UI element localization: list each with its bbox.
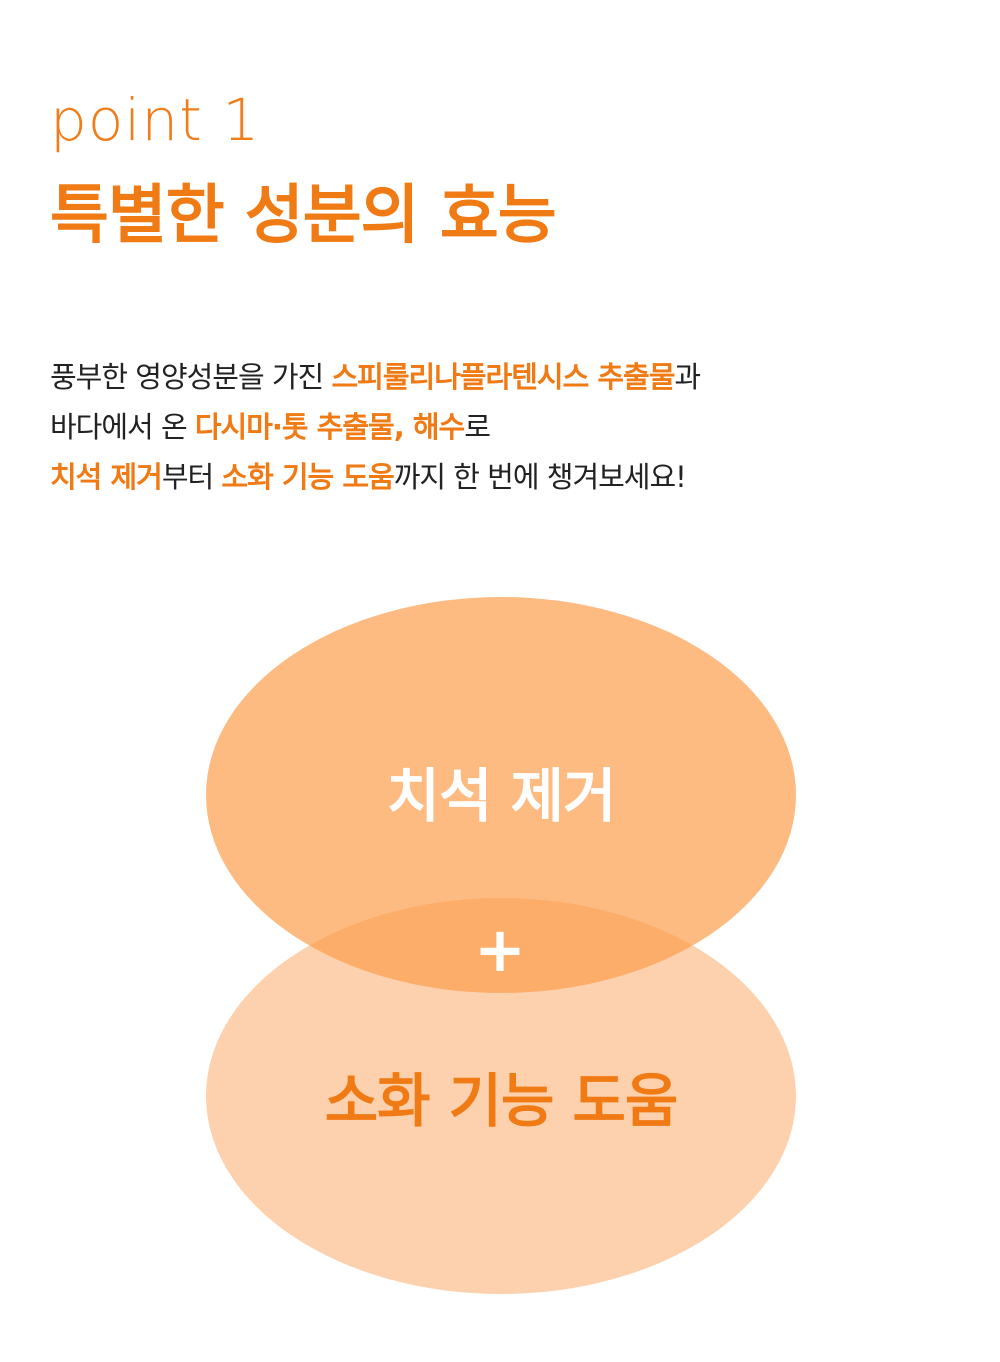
intro-line-2: 바다에서 온 다시마·톳 추출물, 해수로	[50, 402, 950, 452]
intro-text-segment: 풍부한 영양성분을 가진	[50, 360, 332, 394]
intro-text-segment: 바다에서 온	[50, 410, 195, 444]
intro-text: 풍부한 영양성분을 가진 스피룰리나플라텐시스 추출물과 바다에서 온 다시마·…	[50, 352, 950, 502]
intro-line-3: 치석 제거부터 소화 기능 도움까지 한 번에 챙겨보세요!	[50, 452, 950, 502]
page-title: 특별한 성분의 효능	[50, 179, 557, 253]
ingredient-highlight: 스피룰리나플라텐시스 추출물	[331, 360, 675, 394]
top-benefit-label: 치석 제거	[386, 762, 617, 830]
intro-text-segment: 과	[674, 360, 701, 394]
intro-text-segment: 로	[464, 410, 491, 444]
intro-text-segment: 까지 한 번에 챙겨보세요!	[393, 460, 687, 494]
ingredient-highlight: 다시마·톳 추출물, 해수	[194, 410, 465, 444]
benefit-highlight: 소화 기능 도움	[221, 460, 394, 494]
plus-icon: +	[474, 913, 526, 986]
bottom-benefit-label: 소화 기능 도움	[324, 1067, 679, 1135]
intro-text-segment: 부터	[161, 460, 222, 494]
benefit-highlight: 치석 제거	[50, 460, 163, 494]
top-benefit-circle	[206, 597, 796, 993]
intro-line-1: 풍부한 영양성분을 가진 스피룰리나플라텐시스 추출물과	[50, 352, 950, 402]
eyebrow-label: point 1	[50, 86, 261, 154]
